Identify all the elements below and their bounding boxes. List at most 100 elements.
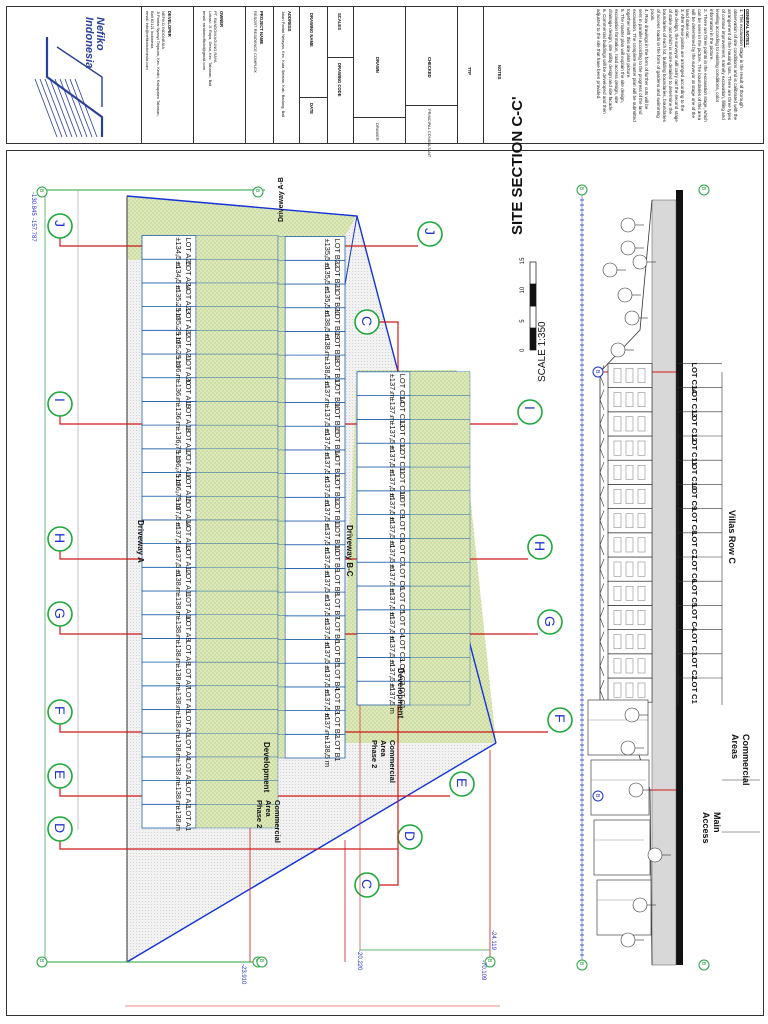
grid-left-F-label: F xyxy=(52,706,68,715)
grid-right-D-label: D xyxy=(402,831,418,841)
commercial-area-label-a: Area xyxy=(264,800,273,818)
row-c-lot-garden xyxy=(409,371,471,396)
villa-window xyxy=(625,561,634,577)
row-a-lot-name: LOT A1 xyxy=(184,806,193,831)
drawing-name-column: DRAWING NAME DATE xyxy=(299,7,328,143)
villa-window xyxy=(637,440,646,456)
villa-elevation xyxy=(607,580,653,606)
row-c-lot-sup: 2 xyxy=(389,700,394,703)
row-b-lot-area: ±138,5 m xyxy=(323,310,332,341)
main-access-label: Main xyxy=(712,812,722,833)
row-b-lot-name: LOT B12 xyxy=(333,476,342,505)
development-label-a: Development xyxy=(262,742,271,793)
row-a-lot-sup: 2 xyxy=(175,752,180,755)
row-a-lot-sup: 2 xyxy=(175,539,180,542)
section-lot-label: LOT C1 xyxy=(690,677,699,704)
row-c-lot-sup: 2 xyxy=(389,676,394,679)
villa-window xyxy=(613,610,622,625)
row-c-lot-area: ±137,5 m xyxy=(388,659,397,690)
row-c-lot-name: LOT C10 xyxy=(398,469,407,499)
grid-right-H-label: H xyxy=(532,541,548,551)
section-lot-label: LOT C5 xyxy=(690,580,699,607)
section-lot-label: LOT C14 xyxy=(690,363,699,395)
row-a-lot-sup: 2 xyxy=(175,278,180,281)
row-a-lot-sup: 2 xyxy=(175,420,180,423)
row-a-lot-area: ±136,75 m xyxy=(174,451,183,486)
villa-window xyxy=(613,658,622,674)
row-a-lot-sup: 2 xyxy=(175,491,180,494)
villas-row-label: Villas Row C xyxy=(727,510,737,564)
row-a-lot-area: ±138 m xyxy=(174,664,183,689)
b-marker-label: B xyxy=(486,959,492,963)
villa-window xyxy=(625,440,634,456)
grid-right-F-circle xyxy=(547,707,573,733)
row-a-lot-name: LOT A19 xyxy=(184,380,193,409)
villa-window xyxy=(613,634,622,649)
row-c-lot-area: ±137,5 m xyxy=(388,683,397,714)
row-a-lot-area: ±137,5 m xyxy=(174,522,183,553)
row-c-lot-sup: 2 xyxy=(389,629,394,632)
commercial-area-label-c: Phase 2 xyxy=(370,740,379,768)
row-b-lot-area: ±135,5 m xyxy=(323,239,332,270)
villa-window xyxy=(637,586,646,601)
commercial-building xyxy=(593,819,651,876)
row-c-lot-area: ±137,5 m xyxy=(388,612,397,643)
row-c-lot-sup: 2 xyxy=(389,391,394,394)
grid-right-I-circle xyxy=(517,399,543,425)
villa-elevation xyxy=(607,629,653,655)
villa-elevation xyxy=(607,387,653,413)
villa-window xyxy=(637,682,646,698)
checked-column: CHECKED PRINCIPAL CONSULTANT xyxy=(405,7,458,157)
villa-window xyxy=(613,682,622,698)
section-end-marker xyxy=(576,959,588,971)
row-a-lot-name: LOT A6 xyxy=(184,688,193,713)
section-lot-label: LOT C10 xyxy=(690,459,699,490)
drawing-area xyxy=(6,150,764,1016)
section-lot-label: LOT C9 xyxy=(690,484,699,511)
tree-icon xyxy=(617,287,633,303)
row-a-lot-name: LOT A14 xyxy=(184,498,193,527)
villa-window xyxy=(613,489,622,504)
row-a-lot-name: LOT A24 xyxy=(184,261,193,290)
row-b-lot-sup: 2 xyxy=(324,421,329,424)
row-b-lot-area: ±137,5 m xyxy=(323,428,332,459)
villa-window xyxy=(625,634,634,649)
company-logo xyxy=(34,37,104,138)
row-b-lot-name: LOT B15 xyxy=(333,405,342,434)
row-a-lot-area: ±138 m xyxy=(174,688,183,713)
row-c-lot-area: ±137 m xyxy=(388,374,397,399)
row-a-lot-name: LOT A10 xyxy=(184,593,193,622)
row-b-lot-area: ±137,5 m xyxy=(323,499,332,530)
tree-icon xyxy=(610,342,626,358)
row-a-lot-area: ±134,5 m xyxy=(174,238,183,269)
ttp-column: TTP xyxy=(457,7,484,143)
section-lot-label: LOT C8 xyxy=(690,508,699,535)
villa-window xyxy=(625,368,634,383)
row-a-lot-area: ±138 m xyxy=(174,759,183,784)
b-marker xyxy=(36,186,48,198)
grid-right-H-circle xyxy=(527,534,553,560)
row-b-lot-area: ±137,5 m xyxy=(323,594,332,625)
row-c-lot-name: LOT C9 xyxy=(398,493,407,519)
villa-window xyxy=(637,658,646,674)
commercial-areas-label: Commercial xyxy=(741,734,751,786)
villa-elevation xyxy=(607,363,653,388)
scales-column: SCALES DRAWING CODE xyxy=(327,7,354,143)
commercial-areas-label: Areas xyxy=(730,734,740,759)
section-end-marker xyxy=(698,184,710,196)
villa-window xyxy=(637,489,646,504)
row-b-lot-name: LOT B16 xyxy=(333,381,342,410)
row-c-lot-sup: 2 xyxy=(389,533,394,536)
row-c-lot-name: LOT C8 xyxy=(398,517,407,543)
dim-bottom-b: -20.220 xyxy=(356,950,362,971)
villa-window xyxy=(625,489,634,504)
villa-window xyxy=(637,392,646,408)
b-marker xyxy=(252,186,264,198)
row-a-lot-sup: 2 xyxy=(175,776,180,779)
row-a-lot-area: ±136 m xyxy=(174,356,183,381)
tree-icon xyxy=(647,847,663,863)
row-a-lot-sup: 2 xyxy=(175,728,180,731)
row-b-lot-sup: 2 xyxy=(324,682,329,685)
